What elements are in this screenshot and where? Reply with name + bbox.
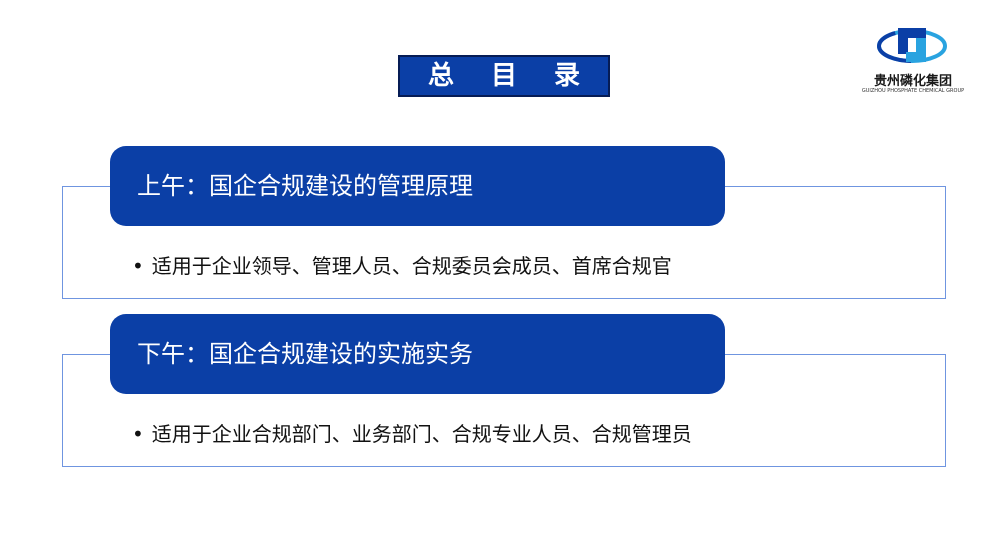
afternoon-section-header: 下午：国企合规建设的实施实务 [110, 314, 725, 394]
morning-audience-item: • 适用于企业领导、管理人员、合规委员会成员、首席合规官 [132, 250, 672, 279]
bullet-icon: • [132, 254, 144, 278]
morning-section-header: 上午：国企合规建设的管理原理 [110, 146, 725, 226]
morning-audience-text: 适用于企业领导、管理人员、合规委员会成员、首席合规官 [151, 254, 672, 278]
logo-company-english-name: GUIZHOU PHOSPHATE CHEMICAL GROUP [861, 88, 965, 94]
logo-company-name: 贵州磷化集团 [873, 74, 952, 89]
gzpc-logo-icon [877, 28, 947, 63]
company-logo: 贵州磷化集团 GUIZHOU PHOSPHATE CHEMICAL GROUP [858, 22, 968, 94]
afternoon-audience-text: 适用于企业合规部门、业务部门、合规专业人员、合规管理员 [151, 422, 692, 446]
afternoon-audience-item: • 适用于企业合规部门、业务部门、合规专业人员、合规管理员 [132, 418, 692, 447]
bullet-icon: • [132, 422, 144, 446]
page-title: 总 目 录 [398, 55, 610, 97]
